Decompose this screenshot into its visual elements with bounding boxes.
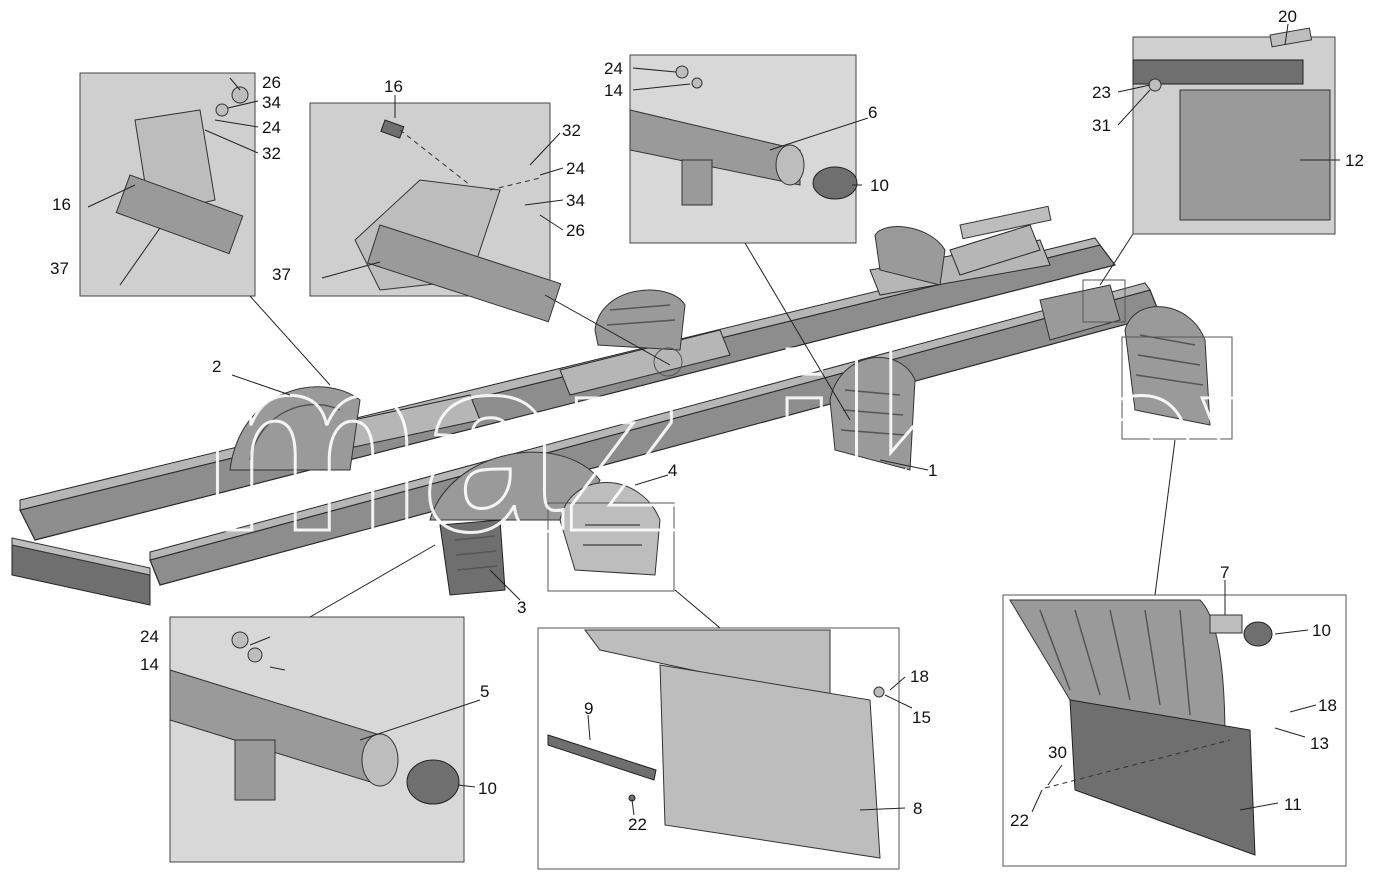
callout-37-inset-middle: 37 [272,265,291,284]
inset-mudflap-11 [1002,594,1347,867]
detail-box-12 [1082,279,1126,323]
detail-circle-6 [653,347,683,377]
callout-31: 31 [1092,116,1111,135]
callout-14-bottom: 14 [140,655,159,674]
fender-2 [229,386,361,471]
detail-box-4 [547,502,675,592]
callout-34-inset-middle: 34 [566,191,585,210]
callout-10-tube6: 10 [870,176,889,195]
callout-15: 15 [912,708,931,727]
callout-26-inset-middle: 26 [566,221,585,240]
callout-24-tube6: 24 [604,59,623,78]
callout-30: 30 [1048,743,1067,762]
callout-23: 23 [1092,83,1111,102]
detail-box-7 [1121,336,1233,440]
callout-13: 13 [1310,734,1329,753]
callout-14-top: 14 [604,81,623,100]
inset-mudflap-8 [537,627,900,870]
mudflap-front [594,289,686,351]
callout-12: 12 [1345,151,1364,170]
callout-10-mudflap: 10 [1312,621,1331,640]
callout-2: 2 [212,357,221,376]
callout-22-right: 22 [1010,811,1029,830]
fender-4 [559,482,661,576]
callout-26-inset-left: 26 [262,73,281,92]
leader-lines [204,23,1340,816]
inset-bracket-left [79,72,256,297]
mudflap-rear-left [874,226,946,286]
callout-24-inset-left: 24 [262,118,281,137]
callout-8: 8 [913,799,922,818]
inset-tube-5 [169,616,465,863]
callout-24-inset-middle: 24 [566,159,585,178]
inset-bracket-middle [309,102,562,323]
callout-10-tube5: 10 [478,779,497,798]
callout-37-inset-left: 37 [50,259,69,278]
inset-tube-6 [629,54,858,244]
callout-20: 20 [1278,7,1297,26]
callout-3: 3 [517,598,526,617]
callout-5: 5 [480,682,489,701]
inset-panel-12 [1132,27,1336,235]
callout-32-inset-middle: 32 [562,121,581,140]
callout-34-inset-left: 34 [262,93,281,112]
callout-9: 9 [584,699,593,718]
callout-1: 1 [928,461,937,480]
callout-7: 7 [1220,563,1229,582]
callout-32-inset-left: 32 [262,144,281,163]
mudflap-1 [829,357,916,471]
callout-18-right: 18 [1318,696,1337,715]
callout-labels: 1 2 3 4 5 6 7 8 9 10 10 10 11 12 13 14 1… [50,7,1364,834]
callout-16-left: 16 [52,195,71,214]
callout-11: 11 [1284,795,1302,814]
callout-24-tube5: 24 [140,627,159,646]
callout-18-middle: 18 [910,667,929,686]
callout-16-middle: 16 [384,77,403,96]
callout-6: 6 [868,103,877,122]
watermark: maz-ik.by [200,304,1339,583]
callout-22-middle: 22 [628,815,647,834]
callout-4: 4 [668,461,677,480]
mudflap-rear-right [1124,306,1211,426]
